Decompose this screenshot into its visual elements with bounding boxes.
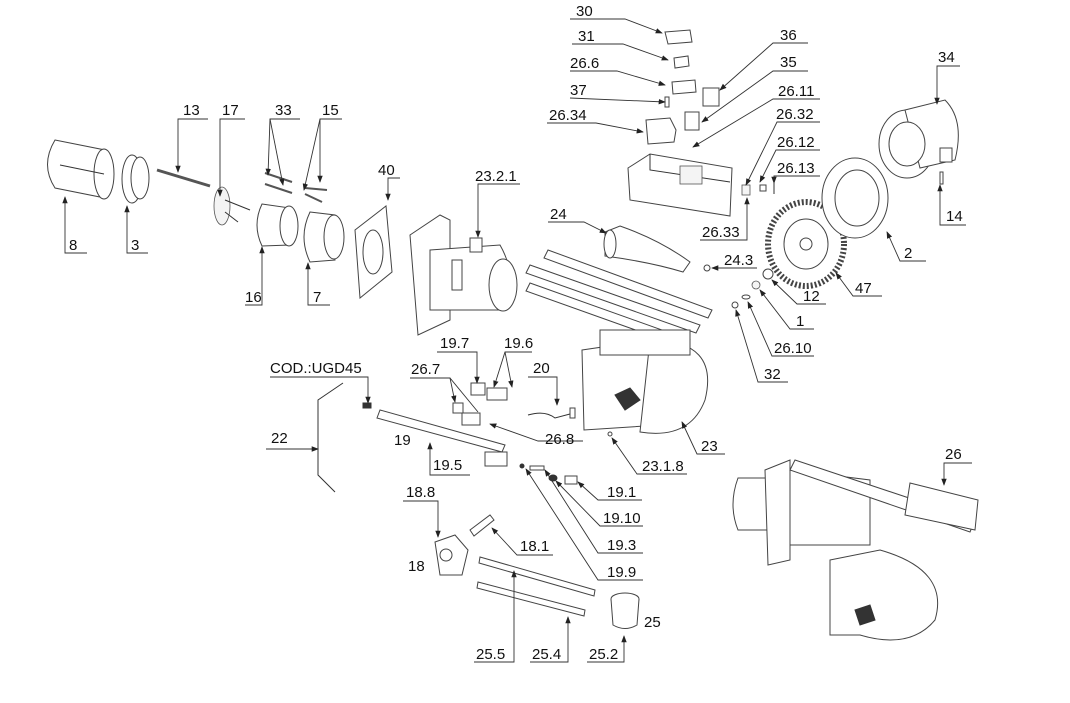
callout-26-13: 26.13	[777, 160, 815, 177]
part-rod	[156, 168, 211, 188]
callout-2: 2	[904, 245, 912, 262]
part-head	[256, 203, 299, 247]
part-clip	[673, 55, 690, 69]
callout-19-5: 19.5	[433, 457, 462, 474]
part-nozzle-parts	[519, 463, 578, 485]
part-code-item	[362, 402, 372, 409]
code-label: COD.:UGD45	[270, 360, 362, 377]
part-connectors-19	[452, 382, 508, 426]
callout-labels: 30 31 26.6 37 26.34 36 35 26.11 26.32 26…	[69, 3, 963, 663]
callout-19-7: 19.7	[440, 335, 469, 352]
callout-31: 31	[578, 28, 595, 45]
part-motor	[878, 99, 959, 185]
callout-26-7: 26.7	[411, 361, 440, 378]
callout-37: 37	[570, 82, 587, 99]
part-fan-housing	[581, 329, 709, 434]
part-electrodes	[264, 172, 328, 203]
part-blast-tube	[47, 139, 115, 200]
part-hoses	[476, 556, 596, 617]
callout-20: 20	[533, 360, 550, 377]
callout-26-11: 26.11	[778, 83, 814, 100]
part-small-hardware	[607, 264, 774, 437]
callout-13: 13	[183, 102, 200, 119]
callout-23-2-1: 23.2.1	[475, 168, 517, 185]
part-oil-filter	[610, 592, 640, 629]
part-gasket	[354, 205, 393, 299]
callout-26-33: 26.33	[702, 224, 740, 241]
part-relay	[702, 87, 720, 107]
callout-8: 8	[69, 237, 77, 254]
part-connector	[684, 111, 700, 131]
callout-19-10: 19.10	[603, 510, 641, 527]
callout-36: 36	[780, 27, 797, 44]
callout-19-1: 19.1	[607, 484, 636, 501]
callout-47: 47	[855, 280, 872, 297]
part-assembled-burner	[732, 459, 979, 641]
callout-24-3: 24.3	[724, 252, 753, 269]
part-control-box	[627, 153, 733, 217]
part-terminals	[741, 180, 775, 196]
part-transformer	[645, 117, 677, 145]
callout-16: 16	[245, 289, 262, 306]
part-pump	[434, 534, 469, 576]
callout-26-12: 26.12	[777, 134, 815, 151]
callout-19-3: 19.3	[607, 537, 636, 554]
callout-25: 25	[644, 614, 661, 631]
callout-40: 40	[378, 162, 395, 179]
part-coupling	[469, 514, 495, 537]
callout-18-1: 18.1	[520, 538, 549, 555]
callout-34: 34	[938, 49, 955, 66]
callout-22: 22	[271, 430, 288, 447]
part-pin	[664, 96, 670, 108]
callout-35: 35	[780, 54, 797, 71]
callout-19-9: 19.9	[607, 564, 636, 581]
callout-25-5: 25.5	[476, 646, 505, 663]
callout-33: 33	[275, 102, 292, 119]
callout-26-34: 26.34	[549, 107, 587, 124]
callout-15: 15	[322, 102, 339, 119]
callout-12: 12	[803, 288, 820, 305]
part-fan-wheel	[765, 199, 847, 289]
callout-23: 23	[701, 438, 718, 455]
callout-3: 3	[131, 237, 139, 254]
part-combustion-head	[409, 214, 518, 336]
part-ring	[121, 154, 150, 204]
callout-30: 30	[576, 3, 593, 20]
callout-24: 24	[550, 206, 567, 223]
callout-18-8: 18.8	[406, 484, 435, 501]
callout-26-32: 26.32	[776, 106, 814, 123]
callout-25-4: 25.4	[532, 646, 561, 663]
part-cover-casing	[603, 225, 691, 273]
part-cover	[664, 29, 693, 45]
part-nozzle-holder	[376, 409, 508, 467]
part-pipe	[317, 382, 344, 493]
callout-25-2: 25.2	[589, 646, 618, 663]
callout-23-1-8: 23.1.8	[642, 458, 684, 475]
part-photocell	[527, 407, 576, 419]
callout-32: 32	[764, 366, 781, 383]
part-bracket	[671, 79, 697, 95]
callout-26-10: 26.10	[774, 340, 812, 357]
callout-26-6: 26.6	[570, 55, 599, 72]
callout-26: 26	[945, 446, 962, 463]
part-diffuser	[213, 186, 251, 226]
callout-7: 7	[313, 289, 321, 306]
callout-19-6: 19.6	[504, 335, 533, 352]
callout-19: 19	[394, 432, 411, 449]
callout-14: 14	[946, 208, 963, 225]
callout-17: 17	[222, 102, 239, 119]
callout-1: 1	[796, 313, 804, 330]
callout-18: 18	[408, 558, 425, 575]
callout-26-8: 26.8	[545, 431, 574, 448]
part-flange	[821, 157, 889, 239]
leader-lines	[62, 18, 972, 663]
part-sleeve	[303, 211, 345, 263]
